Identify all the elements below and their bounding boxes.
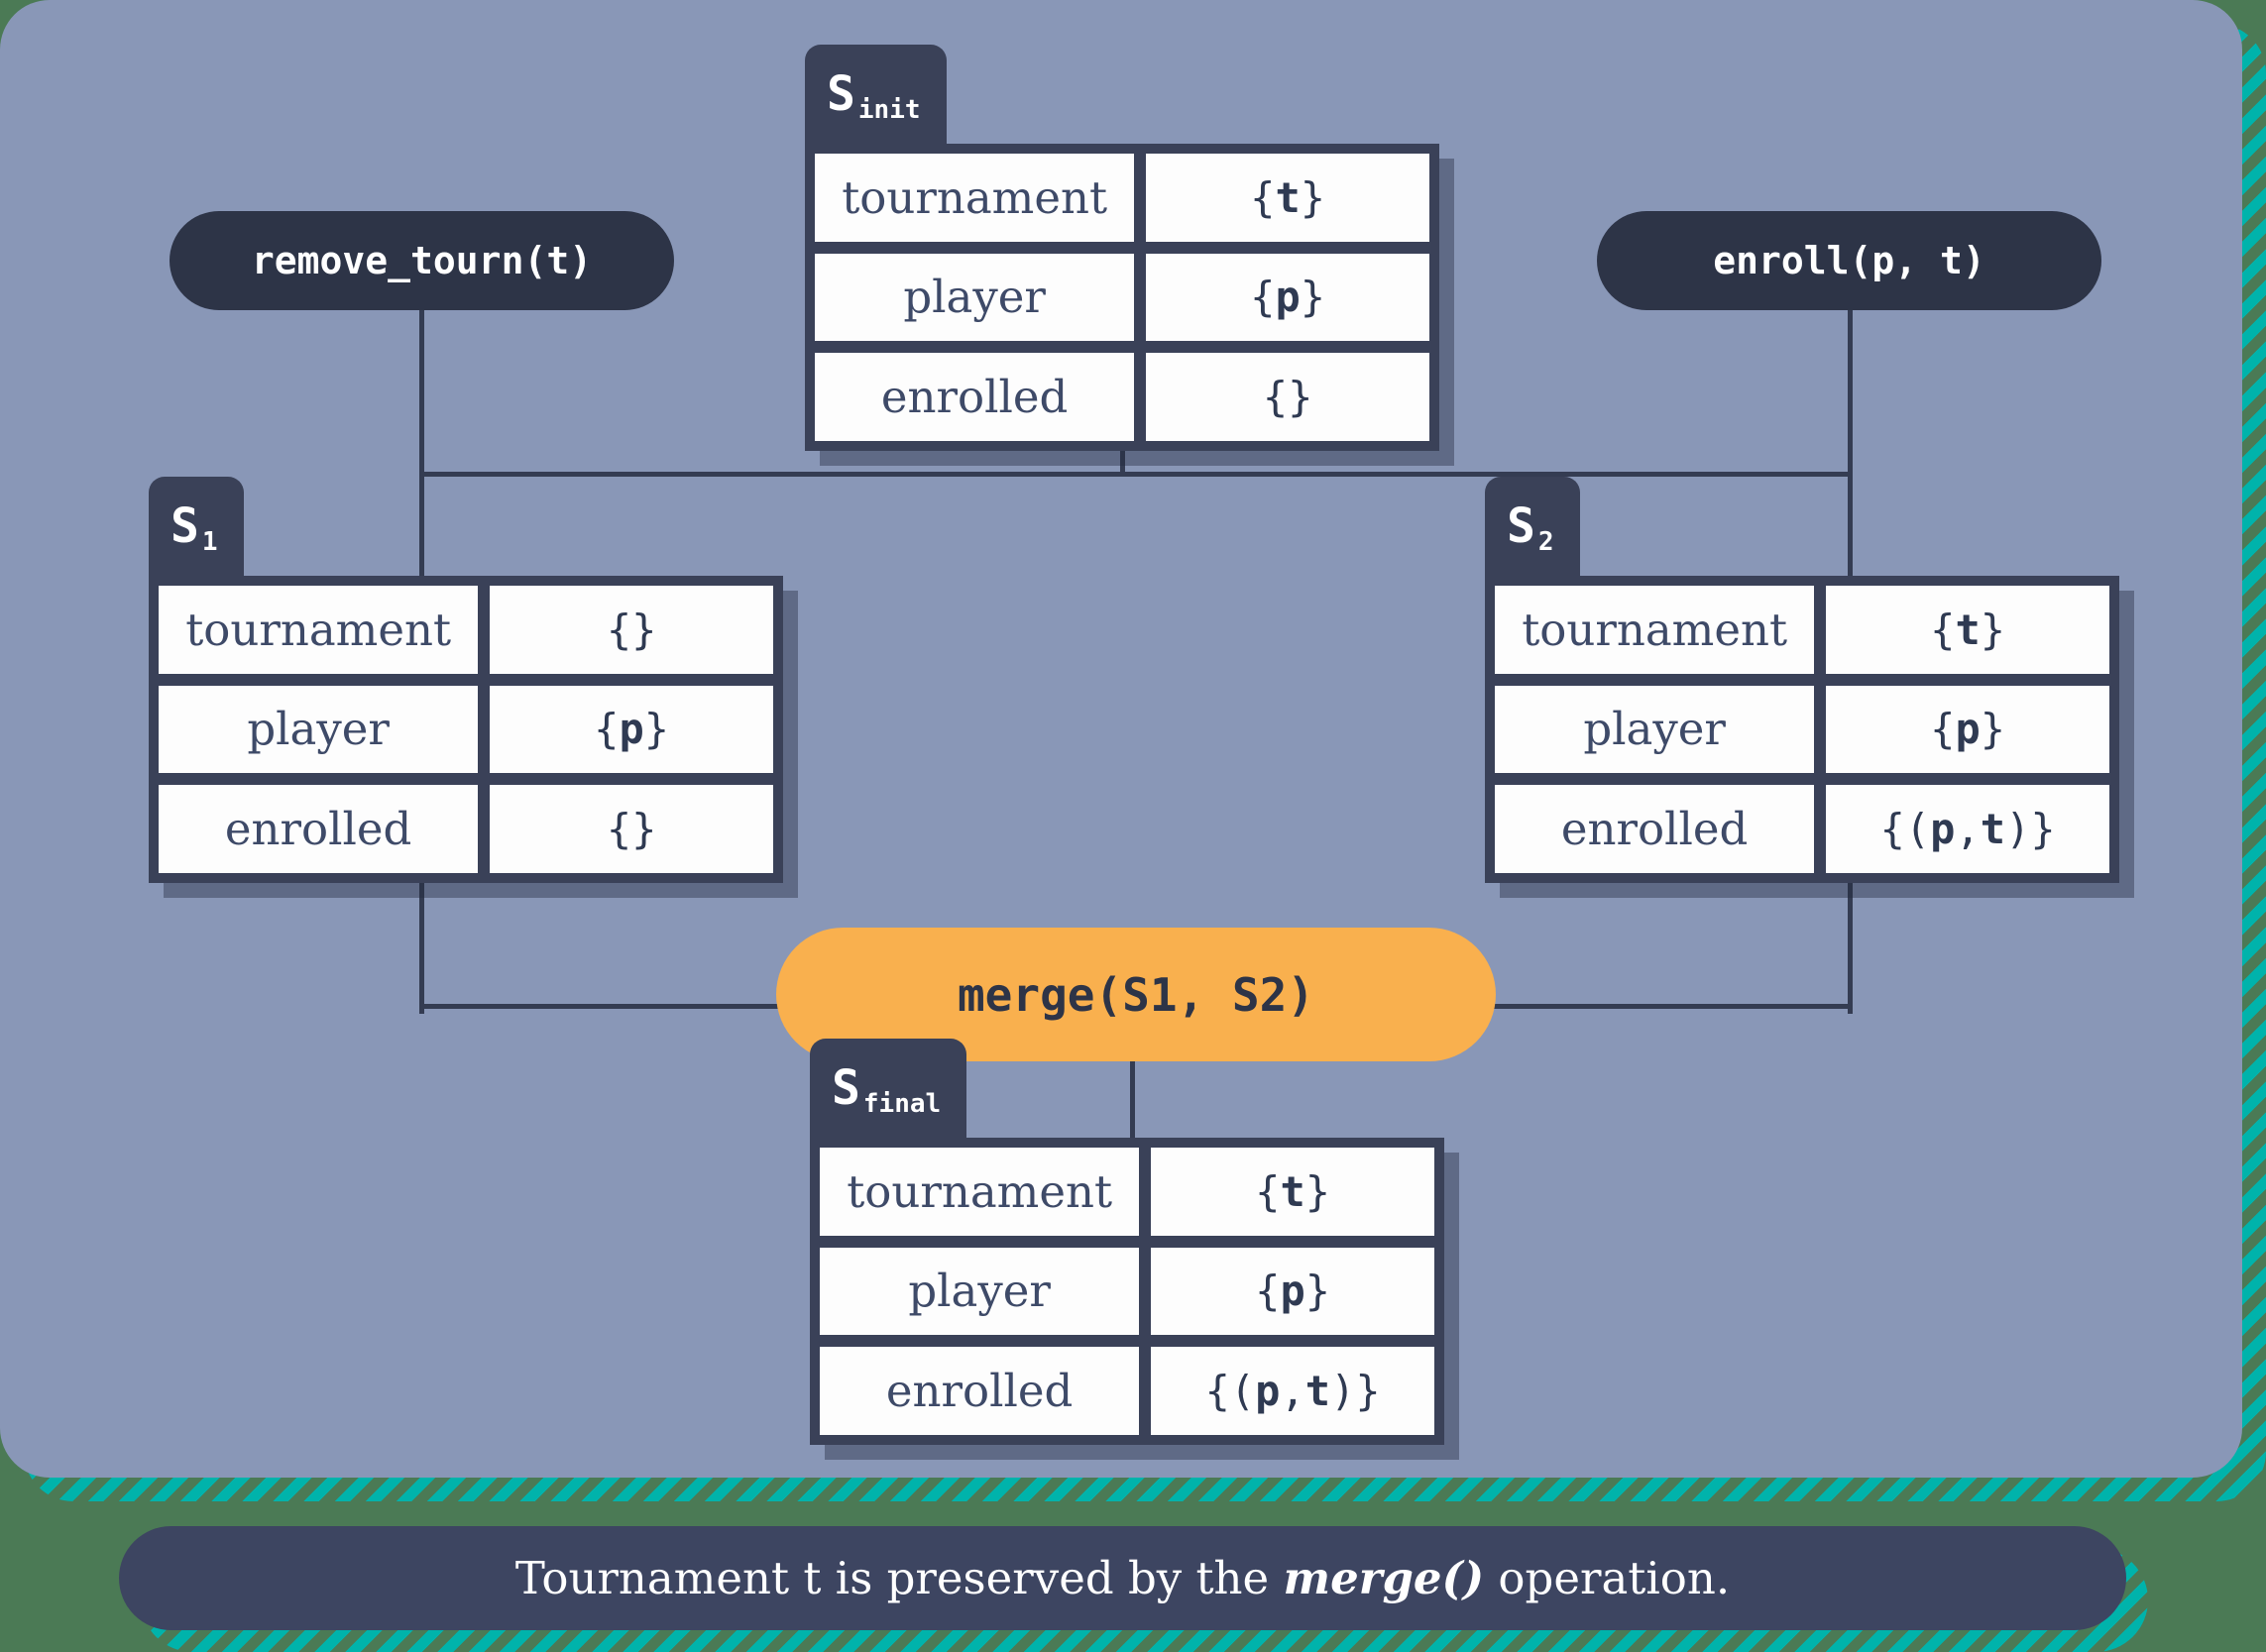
state-subscript: 1 (201, 527, 218, 557)
field-value: {t} (1826, 586, 2109, 674)
connector-to-s1 (419, 474, 424, 581)
field-value: {p} (1826, 685, 2109, 774)
connector-s2-down (1848, 880, 1853, 1014)
field-value: {} (1146, 353, 1429, 441)
field-name: player (1495, 685, 1815, 774)
connector-s-init-down (1120, 448, 1125, 477)
caption-text: Tournament t is preserved by the (514, 1552, 1284, 1604)
state-name: S (832, 1060, 860, 1116)
caption-emphasis: merge() (1283, 1552, 1485, 1604)
operation-enroll: enroll(p, t) (1597, 211, 2101, 310)
caption-text: operation. (1484, 1552, 1731, 1604)
state-subscript: 2 (1537, 527, 1554, 557)
field-name: tournament (815, 154, 1135, 242)
connector-to-s2 (1848, 474, 1853, 581)
connector-enroll-down (1848, 307, 1853, 477)
operation-label: merge(S1, S2) (957, 967, 1315, 1022)
field-name: player (820, 1247, 1140, 1336)
field-name: player (815, 253, 1135, 342)
field-name: enrolled (1495, 785, 1815, 873)
field-value: {t} (1151, 1148, 1434, 1236)
field-name: enrolled (815, 353, 1135, 441)
connector-s1-to-merge (419, 1004, 788, 1009)
field-name: tournament (1495, 586, 1815, 674)
connector-s1-down (419, 880, 424, 1014)
operation-label: remove_tourn(t) (251, 239, 593, 282)
state-name: S (170, 498, 199, 554)
field-value: {} (490, 785, 773, 873)
state-name: S (1507, 498, 1535, 554)
state-grid: tournament {t} player {p} enrolled {} (805, 144, 1439, 451)
operation-merge: merge(S1, S2) (776, 928, 1496, 1061)
field-value: {p} (490, 685, 773, 774)
field-value: {p} (1146, 253, 1429, 342)
field-value: {t} (1146, 154, 1429, 242)
operation-remove-tourn: remove_tourn(t) (170, 211, 674, 310)
field-name: tournament (159, 586, 479, 674)
field-value: {} (490, 586, 773, 674)
state-subscript: final (862, 1089, 942, 1119)
field-name: enrolled (159, 785, 479, 873)
connector-remove-tourn-down (419, 307, 424, 477)
field-value: {(p, t)} (1826, 785, 2109, 873)
connector-merge-to-s-final (1130, 1058, 1135, 1143)
caption-bar: Tournament t is preserved by the merge()… (119, 1526, 2126, 1630)
connector-s2-to-merge (1487, 1004, 1853, 1009)
field-name: player (159, 685, 479, 774)
state-grid: tournament {} player {p} enrolled {} (149, 576, 783, 883)
state-grid: tournament {t} player {p} enrolled {(p, … (1485, 576, 2119, 883)
state-name: S (827, 66, 855, 122)
field-name: tournament (820, 1148, 1140, 1236)
field-value: {(p, t)} (1151, 1347, 1434, 1435)
field-name: enrolled (820, 1347, 1140, 1435)
state-grid: tournament {t} player {p} enrolled {(p, … (810, 1138, 1444, 1445)
connector-horizontal-main (419, 472, 1851, 477)
operation-label: enroll(p, t) (1713, 239, 1985, 282)
state-subscript: init (857, 95, 921, 125)
field-value: {p} (1151, 1247, 1434, 1336)
